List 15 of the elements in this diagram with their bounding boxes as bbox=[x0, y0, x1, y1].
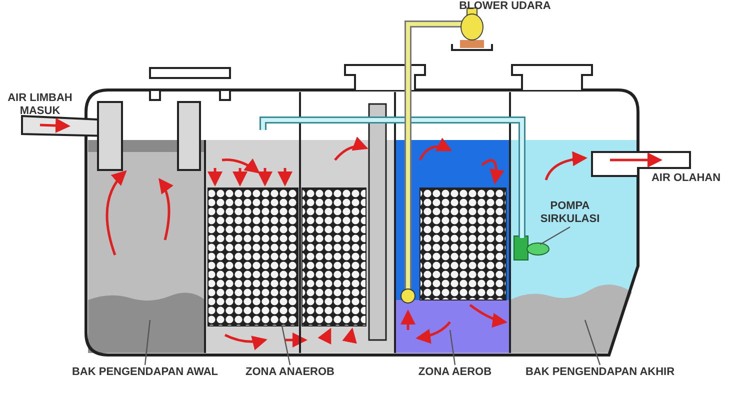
aerobic-chamber bbox=[395, 138, 510, 353]
part-label: AIR OLAHAN bbox=[650, 172, 722, 185]
leader-line bbox=[281, 326, 291, 366]
part-label: BAK PENGENDAPAN AWAL bbox=[70, 366, 220, 379]
part-label: ZONA ANAEROB bbox=[235, 366, 345, 379]
part-label: BLOWER UDARA bbox=[458, 0, 552, 13]
pump-icon bbox=[514, 236, 550, 260]
anaerobic-chamber bbox=[205, 103, 395, 353]
part-label: POMPA SIRKULASI bbox=[532, 200, 608, 226]
final-settling-chamber bbox=[510, 140, 637, 353]
part-label: ZONA AEROB bbox=[405, 366, 505, 379]
part-label: BAK PENGENDAPAN AKHIR bbox=[525, 366, 675, 379]
part-label: AIR LIMBAH MASUK bbox=[6, 92, 74, 118]
leader-line bbox=[540, 226, 570, 245]
settling-chamber bbox=[88, 140, 205, 353]
